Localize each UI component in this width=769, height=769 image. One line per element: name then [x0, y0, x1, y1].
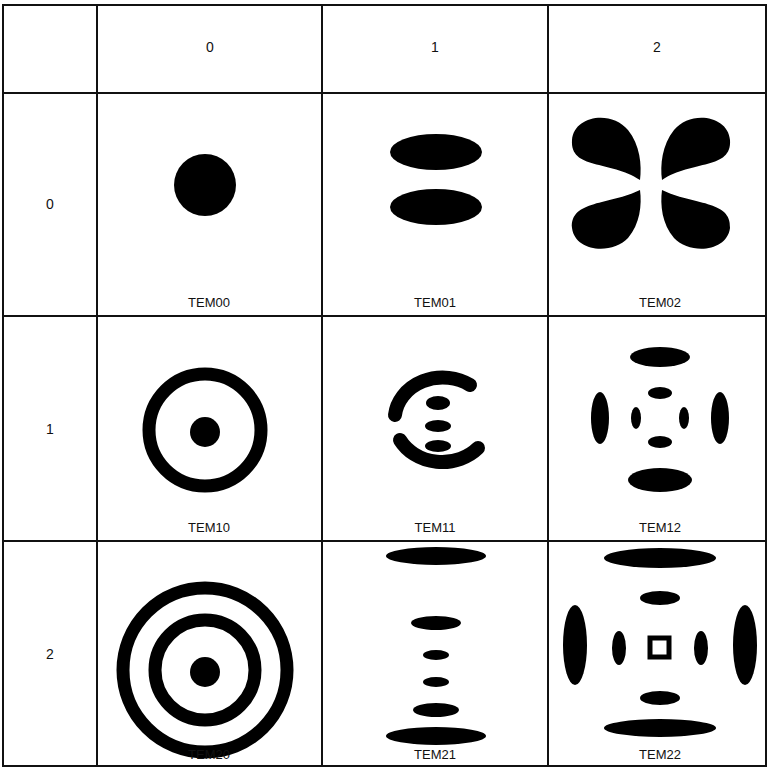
tem10-pattern: [149, 374, 261, 486]
mode-label: TEM22: [637, 748, 683, 762]
tem22-pattern: [563, 548, 757, 737]
tem02-pattern: [572, 118, 730, 249]
row-header: 1: [44, 422, 56, 437]
row-header: 0: [44, 197, 56, 212]
mode-label: TEM12: [637, 521, 683, 535]
mode-label: TEM11: [413, 521, 458, 535]
row-header: 2: [44, 647, 56, 662]
mode-label: TEM00: [186, 296, 232, 310]
column-header: 0: [204, 40, 216, 55]
tem21-pattern: [386, 547, 486, 745]
tem12-pattern: [591, 347, 729, 492]
column-header: 1: [429, 40, 441, 55]
tem01-pattern: [390, 134, 482, 225]
mode-label: TEM10: [186, 521, 232, 535]
table-grid: [3, 5, 766, 766]
tem11-pattern: [395, 378, 478, 462]
mode-label: TEM02: [637, 296, 683, 310]
tem20-pattern: [123, 588, 287, 752]
tem00-pattern: [174, 154, 236, 216]
column-header: 2: [651, 40, 663, 55]
mode-label: TEM21: [412, 748, 458, 762]
mode-label: TEM20: [186, 748, 232, 762]
mode-label: TEM01: [412, 296, 458, 310]
